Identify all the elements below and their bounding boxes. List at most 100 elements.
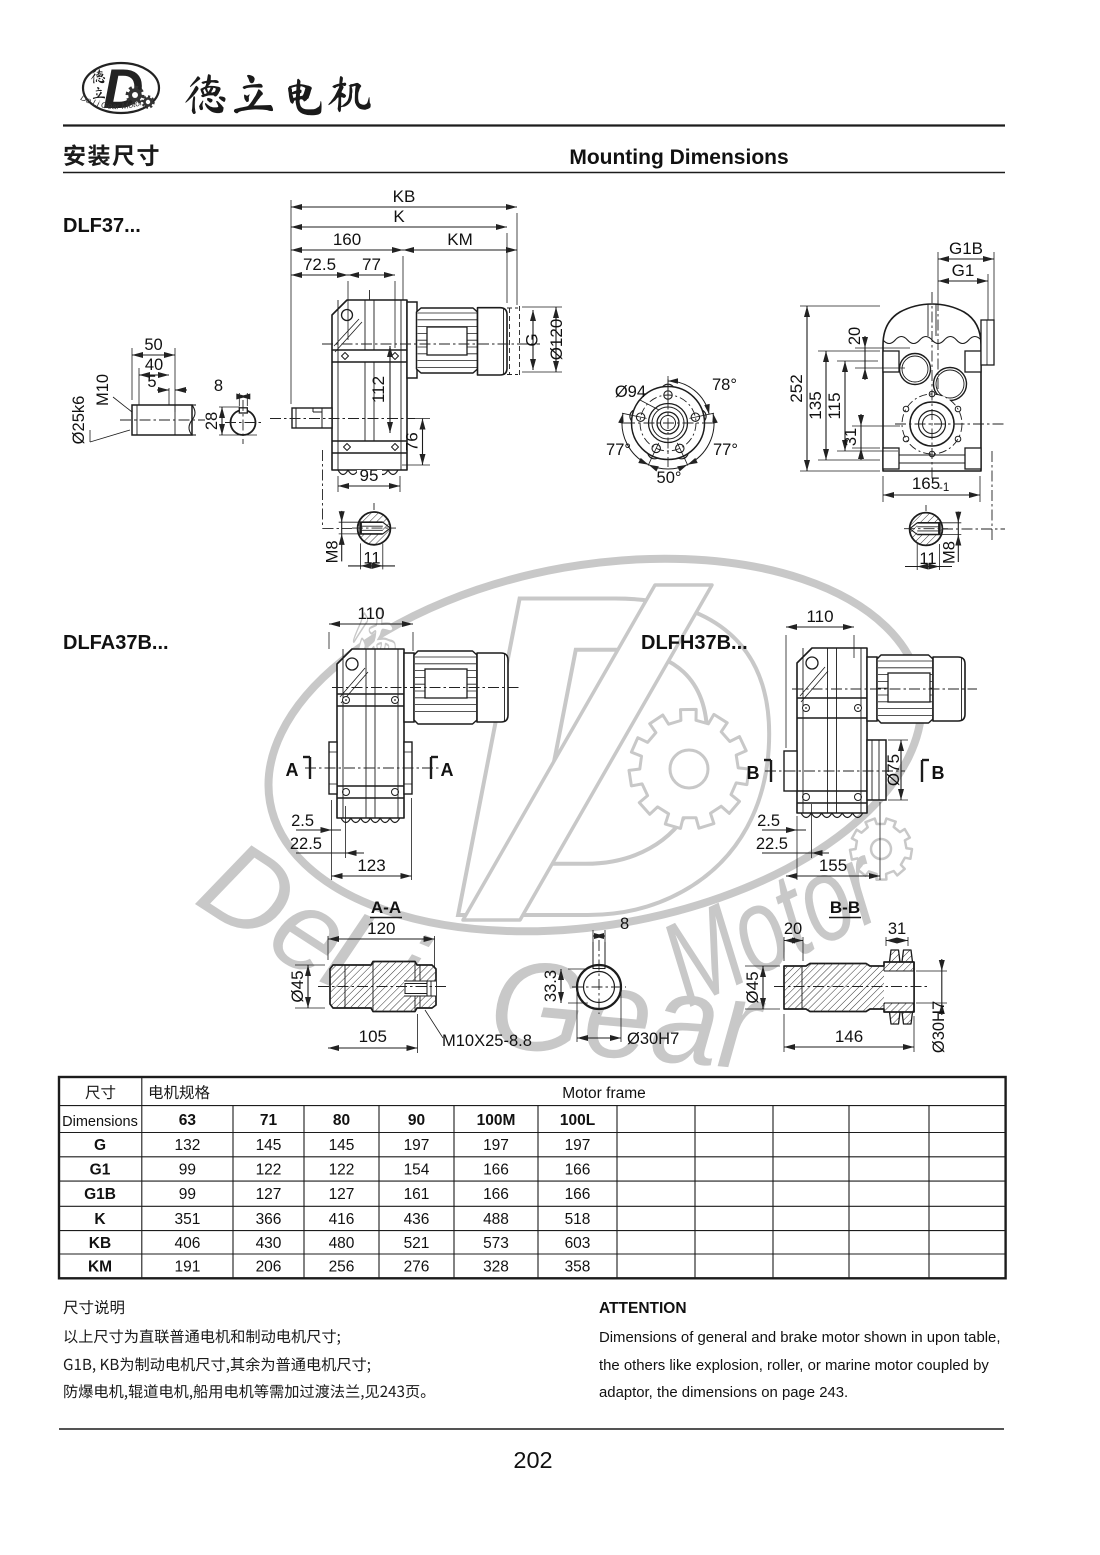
svg-text:123: 123 [357,856,385,875]
svg-text:256: 256 [329,1259,355,1276]
svg-text:B: B [932,763,945,783]
svg-text:122: 122 [329,1161,355,1178]
svg-text:145: 145 [329,1137,355,1154]
svg-text:11: 11 [919,550,936,568]
svg-text:127: 127 [329,1186,355,1203]
svg-text:276: 276 [404,1259,430,1276]
svg-text:135: 135 [806,391,825,419]
svg-text:G: G [523,333,542,346]
svg-text:B-B: B-B [830,898,860,917]
svg-text:KM: KM [447,230,473,249]
svg-text:161: 161 [404,1186,430,1203]
svg-text:488: 488 [483,1211,509,1228]
svg-text:110: 110 [806,607,833,626]
svg-text:KM: KM [88,1259,112,1276]
svg-text:20: 20 [784,920,802,938]
svg-text:166: 166 [483,1161,509,1178]
svg-text:50°: 50° [657,469,682,487]
svg-text:Ø30H7: Ø30H7 [627,1030,679,1048]
svg-text:G1B: G1B [84,1186,116,1203]
svg-text:206: 206 [256,1259,282,1276]
svg-text:77°: 77° [713,441,738,459]
svg-text:KB: KB [393,187,416,206]
svg-text:Mounting Dimensions: Mounting Dimensions [569,146,788,169]
svg-text:Motor frame: Motor frame [562,1085,646,1102]
svg-text:Ø45: Ø45 [288,970,307,1002]
svg-text:328: 328 [483,1259,509,1276]
svg-text:Dimensions of general and brak: Dimensions of general and brake motor sh… [599,1330,1000,1346]
svg-text:197: 197 [483,1137,509,1154]
svg-text:40: 40 [145,356,163,374]
svg-text:99: 99 [179,1161,196,1178]
svg-text:127: 127 [256,1186,282,1203]
svg-text:95: 95 [360,466,379,485]
svg-text:115: 115 [825,392,844,419]
svg-text:351: 351 [174,1211,200,1228]
svg-text:DLFA37B...: DLFA37B... [63,632,169,654]
svg-text:KB: KB [89,1235,111,1252]
svg-text:G1: G1 [952,261,975,280]
svg-text:71: 71 [260,1112,278,1129]
svg-text:D: D [450,500,782,1013]
svg-text:G: G [94,1137,106,1154]
svg-text:252: 252 [787,374,806,402]
svg-text:Ø120: Ø120 [547,319,566,361]
svg-text:M10: M10 [94,374,112,406]
svg-text:Ø75: Ø75 [884,754,903,786]
svg-text:M8: M8 [940,541,958,564]
svg-text:416: 416 [329,1211,355,1228]
svg-text:11: 11 [363,549,380,567]
svg-text:8: 8 [620,915,629,933]
svg-text:165: 165 [912,474,940,493]
svg-text:166: 166 [483,1186,509,1203]
svg-text:132: 132 [174,1137,200,1154]
svg-text:573: 573 [483,1235,509,1252]
svg-text:166: 166 [565,1186,591,1203]
svg-text:33.3: 33.3 [542,970,560,1002]
svg-text:80: 80 [333,1112,350,1129]
svg-text:77: 77 [362,255,381,274]
svg-text:72.5: 72.5 [303,255,336,274]
svg-text:436: 436 [404,1211,430,1228]
svg-text:366: 366 [256,1211,282,1228]
svg-text:G1: G1 [90,1161,111,1178]
svg-text:22.5: 22.5 [290,835,322,853]
svg-text:8: 8 [214,377,223,395]
svg-text:521: 521 [404,1235,430,1252]
svg-text:Ø30H7: Ø30H7 [930,1001,948,1053]
svg-text:the others like explosion, rol: the others like explosion, roller, or ma… [599,1358,989,1374]
svg-text:160: 160 [333,230,361,249]
svg-text:M8: M8 [324,540,342,563]
svg-text:A: A [286,760,299,780]
svg-text:K: K [94,1211,106,1228]
svg-text:B: B [747,763,760,783]
svg-text:adaptor, the dimensions on pag: adaptor, the dimensions on page 243. [599,1385,848,1401]
svg-text:A-A: A-A [371,898,401,917]
svg-text:Ø25k6: Ø25k6 [70,396,88,445]
svg-text:Ø94: Ø94 [615,383,646,401]
svg-text:90: 90 [408,1112,425,1129]
svg-text:31: 31 [888,920,906,938]
svg-text:99: 99 [179,1186,196,1203]
svg-text:77°: 77° [606,441,631,459]
svg-text:145: 145 [256,1137,282,1154]
svg-text:191: 191 [174,1259,200,1276]
svg-text:100M: 100M [477,1112,516,1129]
svg-text:20: 20 [846,327,864,345]
svg-text:-1: -1 [939,482,949,494]
svg-text:122: 122 [256,1161,282,1178]
svg-text:Dimensions: Dimensions [62,1114,138,1130]
svg-text:Ø45: Ø45 [743,971,762,1003]
svg-text:518: 518 [565,1211,591,1228]
svg-text:120: 120 [367,919,395,938]
svg-text:358: 358 [565,1259,591,1276]
svg-text:K: K [393,207,405,226]
svg-text:DLF37...: DLF37... [63,215,141,237]
svg-text:112: 112 [369,376,388,403]
svg-text:DLFH37B...: DLFH37B... [641,632,748,654]
svg-text:197: 197 [565,1137,591,1154]
svg-text:100L: 100L [560,1112,595,1129]
svg-text:78°: 78° [712,376,737,394]
svg-text:155: 155 [819,856,847,875]
svg-text:603: 603 [565,1235,591,1252]
